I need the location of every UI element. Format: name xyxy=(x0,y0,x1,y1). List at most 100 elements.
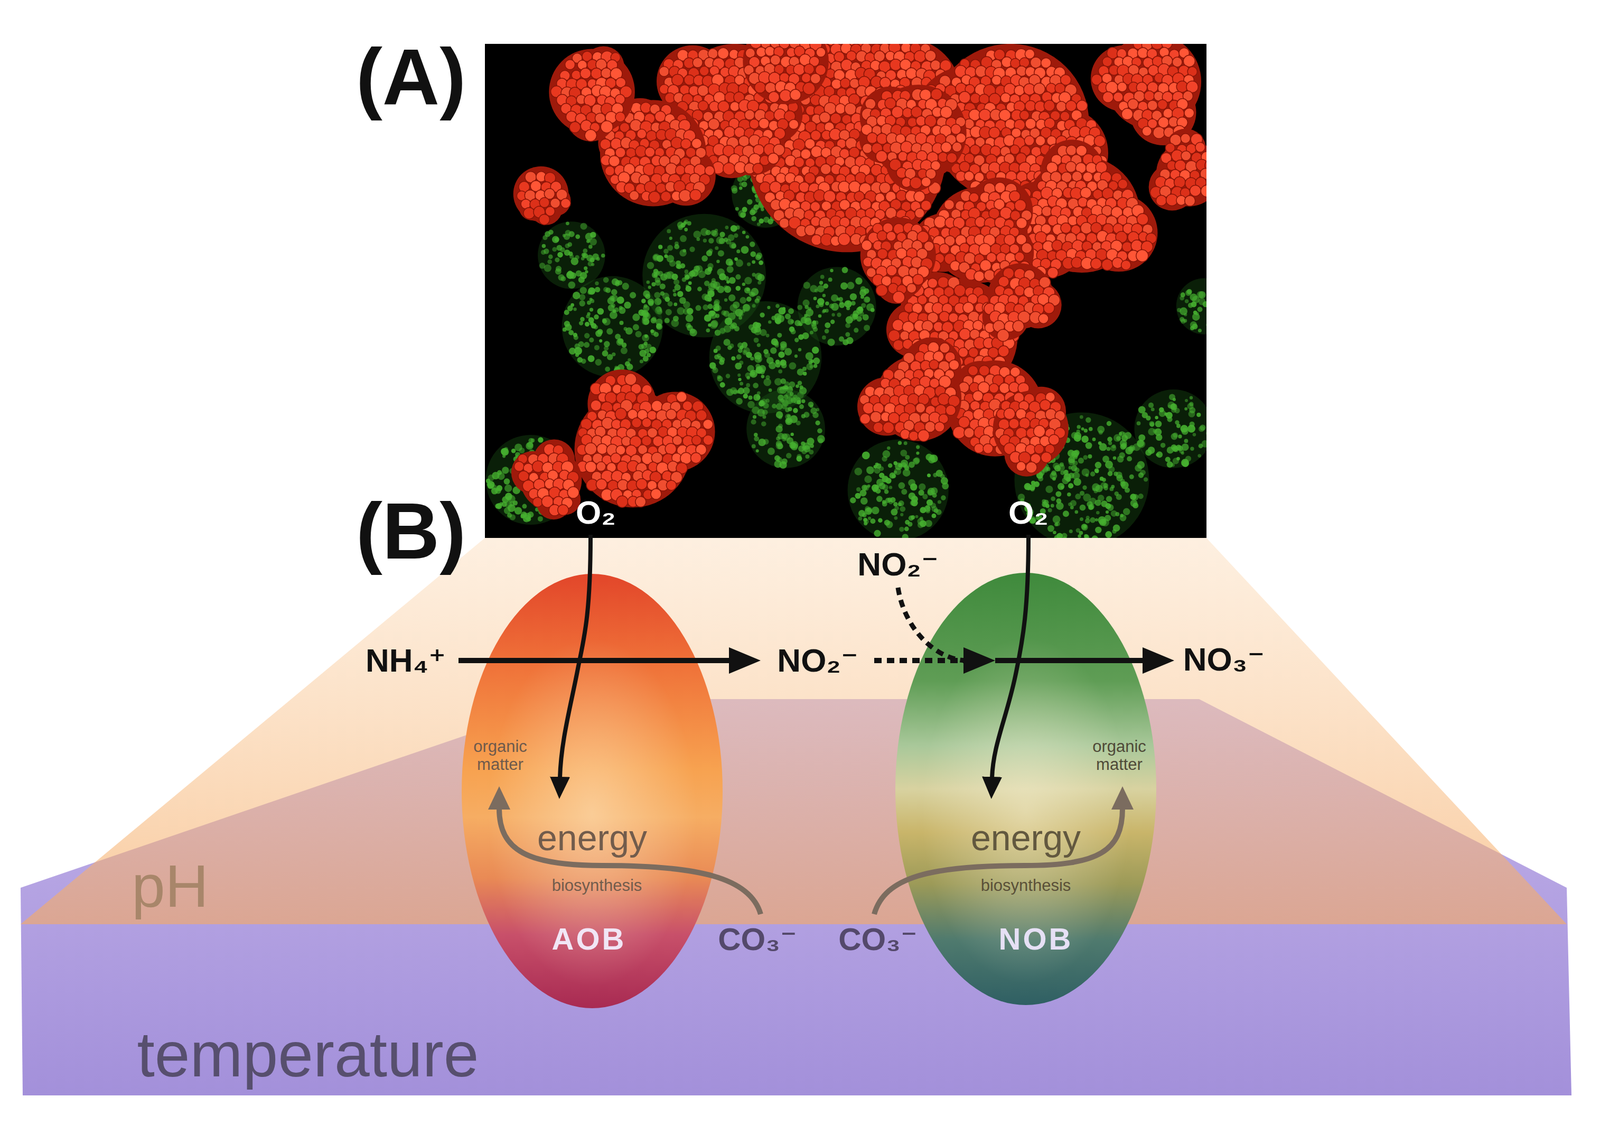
nob-cell xyxy=(693,230,702,239)
nob-cell xyxy=(884,489,890,494)
nob-cell xyxy=(856,487,861,492)
nob-cell xyxy=(767,447,775,455)
nob-cell xyxy=(1079,415,1084,419)
nob-cell xyxy=(756,390,761,395)
nob-cell xyxy=(901,488,907,495)
nob-cell xyxy=(1172,397,1176,401)
nob-cell xyxy=(780,341,788,349)
nob-cell xyxy=(1105,530,1112,538)
nob-cell xyxy=(656,255,664,263)
nob-cell xyxy=(618,306,626,314)
nob-cell xyxy=(611,288,618,296)
nob-cell xyxy=(685,285,692,292)
nob-cell xyxy=(864,507,873,515)
nob-cell xyxy=(710,320,719,328)
nob-cell xyxy=(730,387,737,395)
nob-cell xyxy=(543,248,549,254)
nob-cell xyxy=(808,401,814,408)
nob-cell xyxy=(743,393,748,399)
nob-cell xyxy=(544,264,552,272)
nob-cell xyxy=(638,343,645,350)
nob-cell xyxy=(614,281,620,287)
aob-cell xyxy=(805,225,817,237)
nob-cell xyxy=(684,227,688,232)
nob-cell xyxy=(1100,500,1108,507)
aob-cell xyxy=(691,138,702,149)
nob-cell xyxy=(514,443,523,452)
nob-cell xyxy=(1070,499,1077,507)
nob-cell xyxy=(1068,458,1076,466)
nob-cell xyxy=(560,276,567,282)
nob-cell xyxy=(830,319,835,324)
nob-cell xyxy=(735,207,739,211)
colony-haze xyxy=(746,389,826,469)
nob-cell xyxy=(818,302,824,307)
nob-cell xyxy=(1198,443,1204,449)
nob-cell xyxy=(573,332,578,338)
nob-cell xyxy=(673,278,680,285)
nob-cell xyxy=(749,369,758,378)
nob-cell xyxy=(714,307,718,312)
aob-cell xyxy=(840,78,851,89)
nob-cell xyxy=(846,281,855,289)
nob-cell xyxy=(871,506,880,515)
nob-cell xyxy=(696,237,700,241)
nob-cell xyxy=(1098,429,1103,435)
nob-cell xyxy=(1081,523,1088,530)
colony-base xyxy=(774,43,891,136)
nob-cell xyxy=(804,317,812,325)
nob-cell xyxy=(1095,526,1102,533)
nob-cell xyxy=(756,343,761,348)
nob-cell xyxy=(644,348,650,354)
nob-cell xyxy=(1148,402,1154,408)
nob-cell xyxy=(581,256,585,261)
nob-cell xyxy=(765,375,770,380)
nob-cell xyxy=(1107,471,1113,477)
nob-cell xyxy=(899,506,906,512)
nob-cell xyxy=(1092,437,1097,442)
nob-cell xyxy=(588,244,593,249)
nob-cell xyxy=(1081,523,1089,531)
nob-cell xyxy=(718,273,727,281)
nob-cell xyxy=(755,295,761,301)
aob-cell xyxy=(640,102,652,114)
nob-cell xyxy=(1197,453,1202,458)
nob-cell xyxy=(797,368,804,376)
colony-haze xyxy=(537,221,606,289)
nob-cell xyxy=(503,478,511,485)
colony-base xyxy=(597,115,653,171)
nob-cell xyxy=(1068,482,1074,489)
nob-cell xyxy=(1119,431,1126,437)
nob-cell xyxy=(616,296,625,304)
nob-cell xyxy=(1120,443,1127,450)
nob-cell xyxy=(557,251,564,258)
colony-haze xyxy=(562,276,663,378)
nob-cell xyxy=(735,308,744,317)
nob-cell xyxy=(564,249,571,256)
nob-cell xyxy=(889,485,893,489)
nob-cell xyxy=(757,408,766,417)
nob-cell xyxy=(908,479,916,487)
nob-cell xyxy=(819,281,823,285)
nob-cell xyxy=(1154,415,1158,419)
nob-cell xyxy=(893,461,898,465)
nob-cell xyxy=(749,209,756,215)
nob-cell xyxy=(724,298,728,302)
nob-cell xyxy=(1078,457,1084,464)
nob-cell xyxy=(708,237,714,243)
nob-cell xyxy=(541,244,547,249)
nob-cell xyxy=(746,296,752,302)
aob-colonies xyxy=(511,43,1207,520)
nob-cell xyxy=(689,246,695,252)
nob-cell xyxy=(1198,328,1202,333)
nob-cell xyxy=(632,323,640,331)
nob-cell xyxy=(1180,318,1186,324)
nob-cell xyxy=(799,385,804,389)
nob-cell xyxy=(544,230,551,237)
nob-cell xyxy=(685,314,694,323)
nob-colonies xyxy=(485,160,1207,538)
nob-cell xyxy=(794,320,801,327)
nob-cell xyxy=(1054,522,1059,527)
nob-cell xyxy=(507,512,512,518)
